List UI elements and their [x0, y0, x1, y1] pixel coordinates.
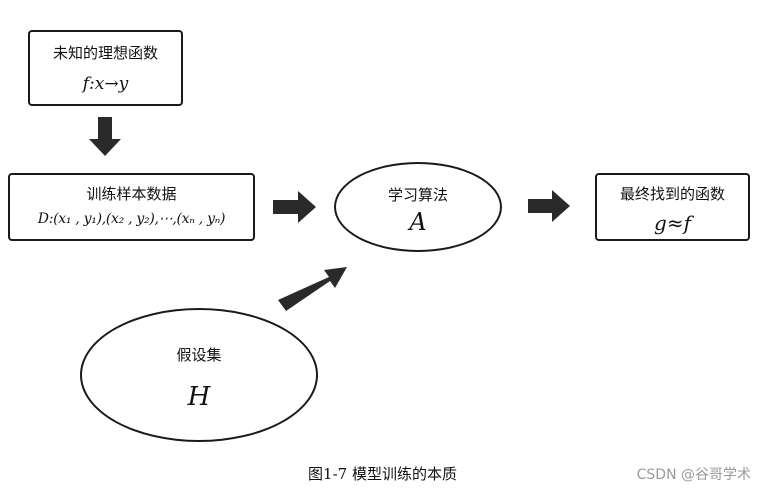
ideal-function-formula: f:x→y [82, 74, 129, 94]
hypothesis-set-formula: H [187, 382, 211, 412]
learning-algorithm-formula: A [409, 208, 427, 236]
final-function-title: 最终找到的函数 [619, 185, 725, 203]
learning-algorithm-ellipse: 学习算法 A [334, 162, 502, 252]
training-data-box: 训练样本数据 D:(x₁ , y₁),(x₂ , y₂),⋯,(xₙ , yₙ) [8, 173, 255, 241]
training-data-formula: D:(x₁ , y₁),(x₂ , y₂),⋯,(xₙ , yₙ) [37, 211, 226, 227]
final-function-formula: g≈f [654, 211, 691, 235]
arrow-diagonal-icon [278, 267, 347, 311]
hypothesis-set-title: 假设集 [176, 346, 222, 364]
figure-caption: 图1-7 模型训练的本质 [308, 465, 457, 483]
arrow-right-icon [528, 190, 570, 222]
hypothesis-set-ellipse: 假设集 H [80, 308, 318, 442]
final-function-box: 最终找到的函数 g≈f [595, 173, 750, 241]
learning-algorithm-title: 学习算法 [387, 186, 448, 204]
watermark: CSDN @谷哥学术 [636, 467, 751, 483]
training-data-title: 训练样本数据 [86, 185, 177, 203]
arrow-right-icon [273, 191, 316, 223]
ideal-function-title: 未知的理想函数 [52, 44, 158, 62]
ideal-function-box: 未知的理想函数 f:x→y [28, 30, 183, 106]
arrow-down-icon [89, 117, 121, 156]
